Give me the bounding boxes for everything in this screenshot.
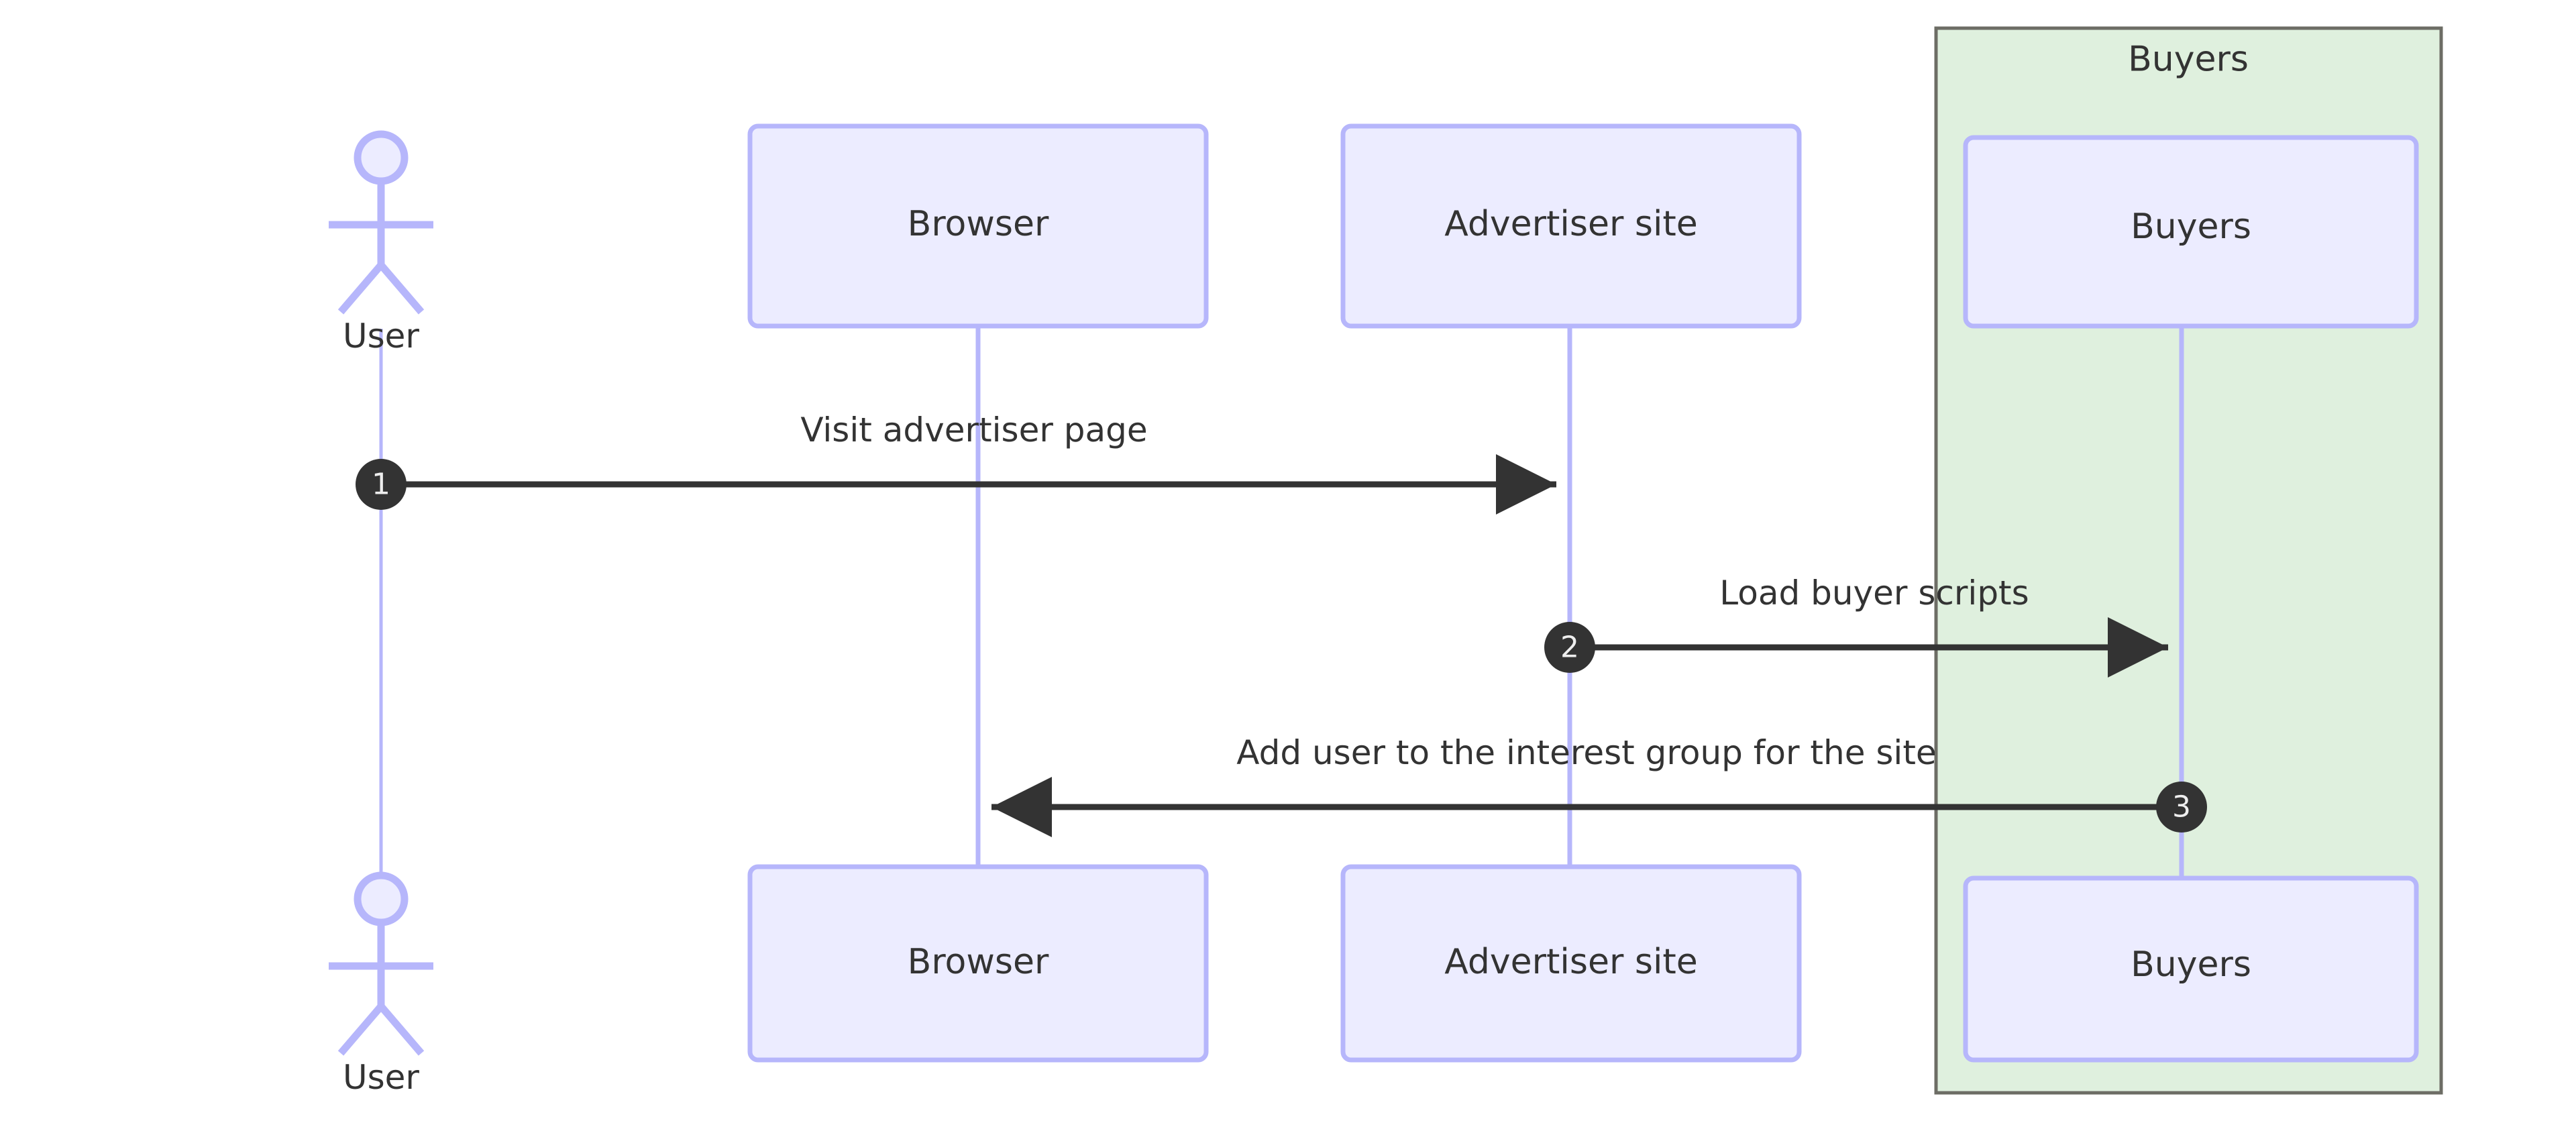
participant-label-advertiser-site: Advertiser site xyxy=(1444,942,1698,982)
participant-label-buyers: Buyers xyxy=(2131,945,2251,985)
group-title: Buyers xyxy=(2128,40,2249,80)
participant-browser-top[interactable]: Browser xyxy=(747,123,1209,329)
actor-label-user: User xyxy=(343,317,419,356)
participant-buyers-top[interactable]: Buyers xyxy=(1963,135,2419,329)
message-label: Load buyer scripts xyxy=(1719,574,2029,612)
sequence-number-badge xyxy=(356,459,407,510)
actor-user-bottom[interactable]: User xyxy=(329,871,433,1097)
participant-label-advertiser-site: Advertiser site xyxy=(1444,204,1698,244)
participant-label-browser: Browser xyxy=(908,942,1049,982)
participant-box xyxy=(747,123,1209,329)
message-label: Visit advertiser page xyxy=(800,411,1147,449)
sequence-number-badge xyxy=(1544,622,1595,673)
participant-box xyxy=(747,864,1209,1063)
participant-label-buyers: Buyers xyxy=(2131,207,2251,247)
actor-user-top[interactable]: User xyxy=(329,130,433,356)
participant-box xyxy=(1963,875,2419,1063)
actor-leg-right-icon xyxy=(378,262,425,315)
message-label: Add user to the interest group for the s… xyxy=(1236,733,1936,772)
participant-advertiser-top[interactable]: Advertiser site xyxy=(1340,123,1802,329)
participant-buyers-bottom[interactable]: Buyers xyxy=(1963,875,2419,1063)
actor-leg-right-icon xyxy=(378,1004,425,1056)
message-3[interactable]: Add user to the interest group for the s… xyxy=(991,733,2207,837)
actor-leg-left-icon xyxy=(337,262,384,315)
participant-box xyxy=(1340,864,1802,1063)
actor-label-user: User xyxy=(343,1058,419,1097)
participant-advertiser-bottom[interactable]: Advertiser site xyxy=(1340,864,1802,1063)
sequence-number-text: 2 xyxy=(1560,631,1579,665)
sequence-number-badge xyxy=(2156,782,2207,833)
actor-head-icon xyxy=(354,130,409,185)
message-1[interactable]: Visit advertiser page 1 xyxy=(356,411,1556,515)
participant-browser-bottom[interactable]: Browser xyxy=(747,864,1209,1063)
participant-box xyxy=(1963,135,2419,329)
message-2[interactable]: Load buyer scripts 2 xyxy=(1544,574,2168,678)
sequence-number-text: 1 xyxy=(372,468,390,502)
actor-leg-left-icon xyxy=(337,1004,384,1056)
actor-head-icon xyxy=(354,871,409,926)
participant-label-browser: Browser xyxy=(908,204,1049,244)
participant-box xyxy=(1340,123,1802,329)
sequence-number-text: 3 xyxy=(2172,790,2191,824)
